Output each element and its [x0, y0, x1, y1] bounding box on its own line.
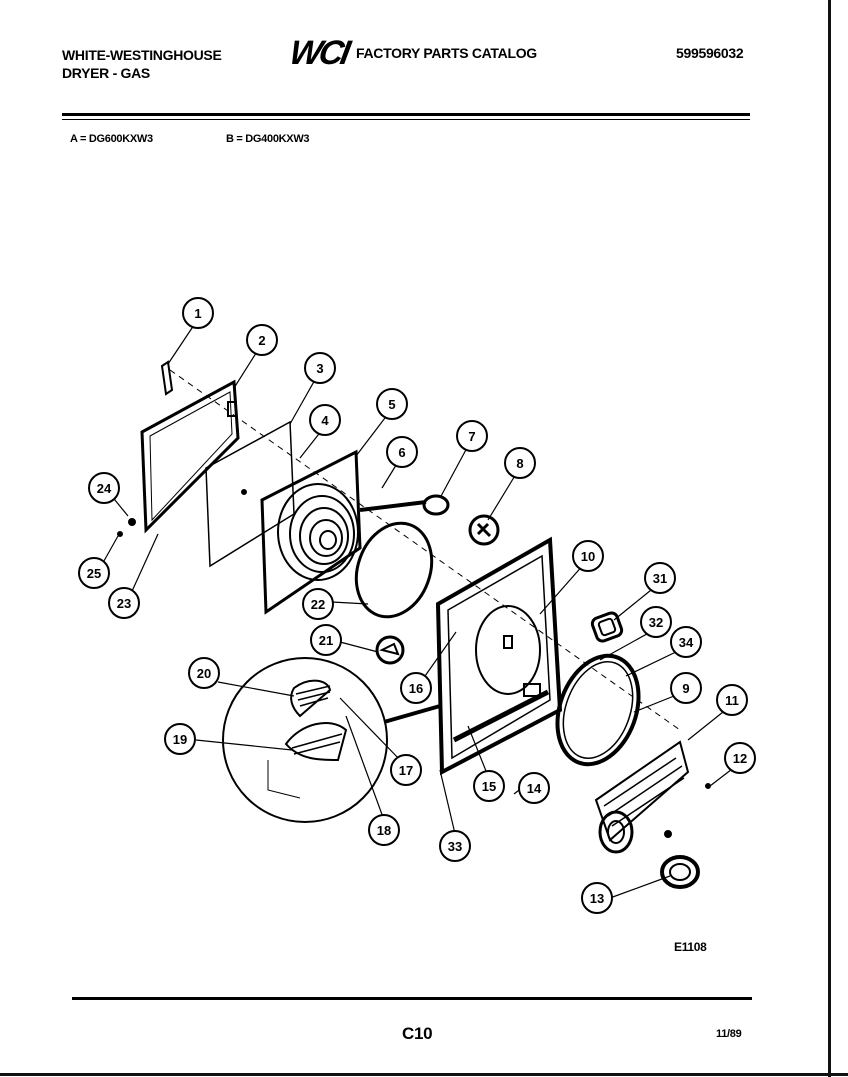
svg-text:25: 25 — [87, 566, 101, 581]
diagram-code: E1108 — [674, 940, 707, 954]
part-24-screw — [128, 518, 136, 526]
callout-12: 12 — [724, 742, 756, 774]
svg-text:2: 2 — [258, 333, 265, 348]
header-rule-thick — [62, 113, 750, 116]
part-33-front-panel — [435, 536, 563, 776]
part-12-screw — [705, 783, 711, 789]
svg-text:24: 24 — [97, 481, 112, 496]
detail-view — [222, 657, 441, 823]
svg-text:12: 12 — [733, 751, 747, 766]
leader-lines — [99, 321, 737, 899]
part-9-ring — [562, 661, 634, 759]
callout-6: 6 — [386, 436, 418, 468]
part-7-latch — [359, 494, 450, 516]
part-31-bearing — [590, 611, 624, 643]
svg-text:8: 8 — [516, 456, 523, 471]
svg-text:3: 3 — [316, 361, 323, 376]
part-25-screw — [117, 531, 123, 537]
screw-dot — [664, 830, 672, 838]
callout-33: 33 — [439, 830, 471, 862]
svg-text:5: 5 — [388, 397, 395, 412]
part-13-bushing — [660, 855, 700, 889]
svg-text:14: 14 — [527, 781, 542, 796]
svg-text:15: 15 — [482, 779, 496, 794]
model-a: A = DG600KXW3 — [70, 133, 153, 145]
part-2-door-panel — [140, 379, 240, 534]
svg-text:18: 18 — [377, 823, 391, 838]
callout-18: 18 — [368, 814, 400, 846]
part-11-bracket — [594, 740, 690, 854]
callout-5: 5 — [376, 388, 408, 420]
callout-15: 15 — [473, 770, 505, 802]
callout-20: 20 — [188, 657, 220, 689]
callout-13: 13 — [581, 882, 613, 914]
svg-text:19: 19 — [173, 732, 187, 747]
header-rule-thin — [62, 119, 750, 120]
svg-text:16: 16 — [409, 681, 423, 696]
svg-text:33: 33 — [448, 839, 462, 854]
svg-text:34: 34 — [679, 635, 694, 650]
svg-text:4: 4 — [321, 413, 329, 428]
catalog-date: 11/89 — [716, 1028, 742, 1040]
svg-text:32: 32 — [649, 615, 663, 630]
footer-rule — [72, 997, 752, 1000]
svg-text:17: 17 — [399, 763, 413, 778]
callout-2: 2 — [246, 324, 278, 356]
callout-9: 9 — [670, 672, 702, 704]
part-5-door-inner — [260, 449, 362, 615]
callout-11: 11 — [716, 684, 748, 716]
part-1-handle — [160, 360, 174, 396]
part-3-inner-panel — [205, 420, 295, 568]
svg-text:9: 9 — [682, 681, 689, 696]
svg-text:10: 10 — [581, 549, 595, 564]
callout-23: 23 — [108, 587, 140, 619]
callout-10: 10 — [572, 540, 604, 572]
part-34-ring — [555, 653, 641, 767]
page-number: C10 — [402, 1024, 433, 1043]
svg-text:6: 6 — [398, 445, 405, 460]
callouts: 1 2 3 4 5 6 7 8 10 31 32 34 9 11 12 13 1… — [78, 297, 756, 914]
svg-text:13: 13 — [590, 891, 604, 906]
svg-text:1: 1 — [194, 306, 201, 321]
part-8-strike — [468, 514, 500, 546]
assembly-axis — [169, 369, 681, 731]
part-22-seal-ring — [354, 521, 434, 619]
callout-14: 14 — [518, 772, 550, 804]
callout-8: 8 — [504, 447, 536, 479]
catalog-title: FACTORY PARTS CATALOG — [356, 45, 537, 61]
scan-border-bottom — [0, 1073, 848, 1076]
callout-16-panel: 16 — [400, 672, 432, 704]
model-b: B = DG400KXW3 — [226, 133, 310, 145]
svg-text:23: 23 — [117, 596, 131, 611]
callout-22: 22 — [302, 588, 334, 620]
callout-34: 34 — [670, 626, 702, 658]
callout-24: 24 — [88, 472, 120, 504]
svg-text:21: 21 — [319, 633, 333, 648]
scan-border-right — [828, 0, 831, 1077]
callout-7: 7 — [456, 420, 488, 452]
brand-line-1: WHITE-WESTINGHOUSE — [62, 47, 222, 63]
callout-31: 31 — [644, 562, 676, 594]
callout-19: 19 — [164, 723, 196, 755]
brand-line-2: DRYER - GAS — [62, 65, 150, 81]
svg-text:11: 11 — [725, 693, 739, 708]
callout-1: 1 — [182, 297, 214, 329]
callout-21: 21 — [310, 624, 342, 656]
catalog-number: 599596032 — [676, 45, 744, 61]
svg-text:22: 22 — [311, 597, 325, 612]
callout-25: 25 — [78, 557, 110, 589]
svg-text:20: 20 — [197, 666, 211, 681]
svg-text:7: 7 — [468, 429, 475, 444]
callout-3: 3 — [304, 352, 336, 384]
callout-17: 17 — [390, 754, 422, 786]
callout-4: 4 — [309, 404, 341, 436]
svg-text:31: 31 — [653, 571, 667, 586]
part-21-clip — [375, 635, 405, 665]
callout-32: 32 — [640, 606, 672, 638]
